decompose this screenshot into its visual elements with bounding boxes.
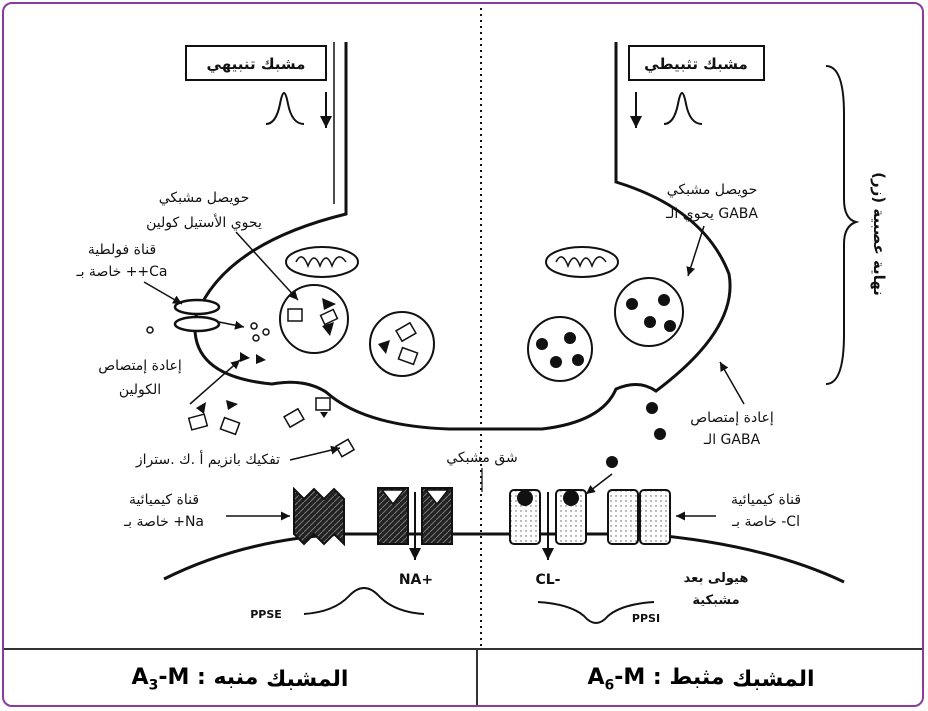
chloride-channel-label-line2: خاصة بـ -Cl [731, 514, 800, 530]
calcium-ion [252, 334, 260, 342]
chloride-channel-label-line1: قناة كيميائية [731, 492, 801, 508]
ach-vesicle-pointer [235, 231, 299, 301]
choline-molecule [240, 352, 250, 362]
caption-excitatory: المشبك A3-M : منبه [4, 650, 476, 705]
chloride-channel-open [509, 489, 587, 545]
caption-separator [4, 648, 922, 650]
calcium-channel-pointer [143, 281, 183, 305]
postsynaptic-label-line1: هيولى بعد [684, 571, 749, 586]
excitatory-box-label: مشبك تنبيهي [207, 55, 306, 73]
ppse-label: PPSE [250, 608, 282, 621]
sodium-channel-closed [293, 486, 345, 547]
choline-reuptake-label-line1: إعادة إمتصاص [98, 358, 182, 374]
chloride-channel-closed [607, 489, 671, 545]
gaba-vesicle-label-line2: يحوي الـ GABA [665, 206, 758, 222]
sodium-channel-label-line1: قناة كيميائية [129, 492, 199, 508]
gaba-molecule [606, 456, 618, 468]
gaba-binding-pointer [585, 473, 613, 495]
calcium-channel-label-line2: خاصة بـ ++Ca [75, 264, 167, 280]
gaba-molecule [646, 402, 658, 414]
caption-left-suffix: -M : منبه [158, 664, 259, 690]
calcium-ion [262, 328, 270, 336]
ach-breakdown-products [187, 397, 356, 458]
action-potential-left [265, 92, 305, 125]
choline-molecule [256, 354, 266, 364]
caption-right-letter: A [587, 664, 605, 690]
terminal-brace [825, 65, 860, 385]
caption-left-sub: 3 [148, 677, 159, 694]
inhibitory-box [628, 45, 765, 81]
inhibitory-box-label: مشبك تثبيطي [644, 55, 748, 73]
caption-right-code: A6-M : مثبط [587, 665, 724, 693]
ach-vesicle-label-line1: حويصل مشبكي [159, 190, 250, 206]
calcium-channel-label-line1: قناة فولطية [88, 242, 156, 258]
enzyme-breakdown-label: تفكيك بانزيم أ .ك .ستراز [135, 450, 280, 468]
calcium-ion [146, 326, 154, 334]
enzyme-pointer [289, 445, 341, 461]
sodium-channel-open [377, 487, 453, 545]
gaba-reuptake-label-line1: إعادة إمتصاص [690, 410, 774, 426]
calcium-ion [250, 322, 258, 330]
mitochondrion-left [285, 246, 359, 278]
action-potential-right [663, 92, 703, 125]
gaba-vesicle-1 [614, 277, 684, 347]
postsynaptic-label-line2: مشبكية [692, 593, 739, 608]
caption-right-sub: 6 [604, 677, 615, 694]
gaba-reuptake-pointer [719, 361, 745, 405]
ach-vesicle-2 [369, 311, 435, 377]
mitochondrion-right [545, 246, 619, 278]
caption-divider [476, 650, 478, 705]
chloride-ion-label: CL- [535, 572, 560, 588]
caption-right-suffix: -M : مثبط [614, 664, 725, 690]
caption-right-prefix: المشبك [732, 666, 815, 692]
synapse-diagram: مشبك تنبيهي مشبك تثبيطي نهاية عصبية (زر) [75, 8, 888, 646]
gaba-vesicle-2 [527, 316, 593, 382]
gaba-molecule [654, 428, 666, 440]
choline-reuptake-pointer [189, 359, 241, 405]
caption-left-code: A3-M : منبه [132, 665, 259, 693]
caption-inhibitory: المشبك A6-M : مثبط [478, 650, 922, 705]
sodium-channel-label-line2: خاصة بـ +Na [123, 514, 204, 530]
choline-reuptake-label-line2: الكولين [119, 382, 161, 398]
ach-vesicle-1 [279, 284, 349, 354]
calcium-channel [173, 298, 221, 333]
ppsi-label: PPSI [632, 612, 660, 625]
ppsi-curve [537, 601, 655, 624]
calcium-entry-arrow [218, 320, 245, 330]
gaba-vesicle-label-line1: حويصل مشبكي [667, 182, 758, 198]
gaba-vesicle-pointer [686, 225, 705, 277]
terminal-brace-label: نهاية عصبية (زر) [870, 172, 888, 296]
caption-left-letter: A [131, 664, 149, 690]
excitatory-box [185, 45, 327, 81]
ppse-curve [303, 587, 425, 615]
gaba-reuptake-label-line2: الـ GABA [703, 432, 761, 448]
caption-left-prefix: المشبك [266, 666, 349, 692]
synaptic-cleft-label: شق مشبكي [446, 450, 517, 466]
presynaptic-membrane [193, 42, 732, 431]
ach-vesicle-label-line2: يحوي الأستيل كولين [146, 213, 262, 231]
sodium-ion-label: NA+ [399, 572, 433, 588]
